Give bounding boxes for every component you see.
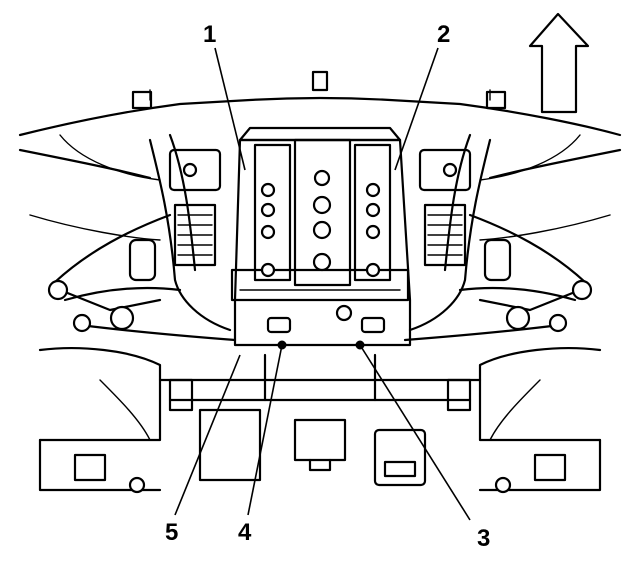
vehicle-body-outline	[18, 70, 622, 241]
up-arrow-icon	[528, 12, 590, 114]
leader-1	[214, 47, 246, 171]
leader-3	[359, 344, 471, 521]
leader-5	[174, 354, 241, 516]
leader-2	[394, 47, 439, 171]
right-suspension	[403, 133, 593, 342]
callout-4: 4	[238, 519, 252, 546]
leader-lines	[174, 47, 471, 521]
leader-4	[247, 344, 283, 516]
callout-5: 5	[165, 519, 178, 546]
left-suspension	[47, 133, 237, 342]
lower-frame	[38, 347, 602, 494]
callout-labels: 1 2 3 4 5	[165, 21, 490, 552]
center-shield-plate	[230, 126, 412, 350]
callout-3: 3	[477, 525, 490, 552]
callout-2: 2	[437, 21, 450, 48]
callout-1: 1	[203, 21, 216, 48]
